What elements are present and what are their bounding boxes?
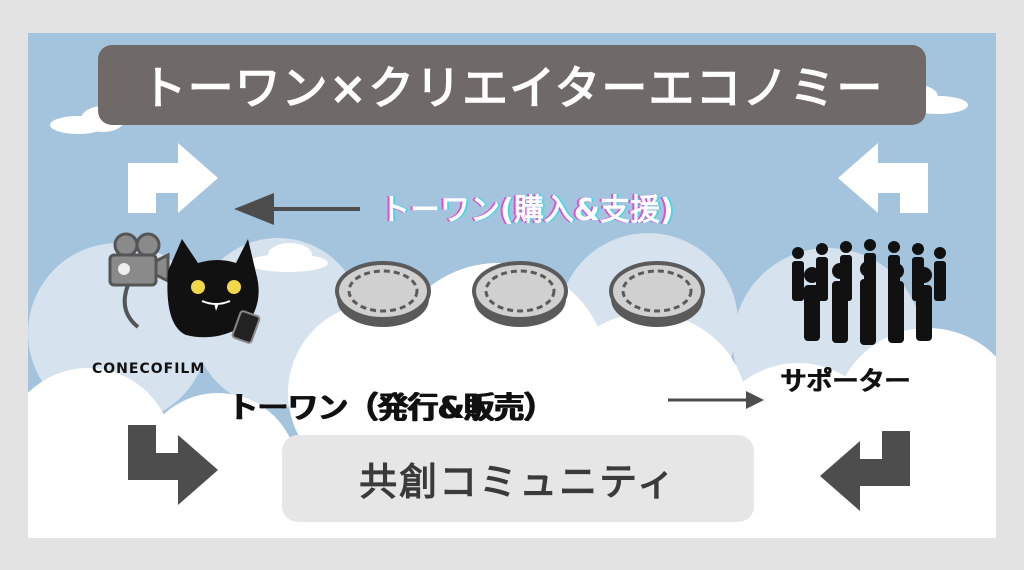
community-box: 共創コミュニティ	[282, 435, 754, 522]
issue-arrow	[668, 385, 768, 415]
creator-name: CONECOFILM	[92, 361, 205, 377]
arrow-icon	[838, 133, 938, 223]
arrow-icon	[820, 431, 920, 521]
cat-icon	[98, 231, 258, 351]
purchase-label: トーワン(購入&支援)	[380, 185, 674, 229]
crowd-icon	[778, 241, 958, 351]
title-text: トーワン×クリエイターエコノミー	[141, 52, 884, 118]
issue-label: トーワン（発行&販売）	[228, 383, 554, 427]
arrow-icon	[128, 425, 228, 515]
purchase-arrow	[234, 189, 364, 229]
coin-icon	[471, 259, 569, 329]
coin-icon	[608, 259, 706, 329]
diagram-canvas: トーワン×クリエイターエコノミー トーワン(購入&支援)	[28, 33, 996, 538]
community-label: 共創コミュニティ	[359, 451, 677, 506]
supporter-label: サポーター	[780, 361, 910, 398]
camera-icon	[110, 234, 168, 327]
title-banner: トーワン×クリエイターエコノミー	[98, 45, 926, 125]
coin-icon	[334, 259, 432, 329]
arrow-icon	[128, 133, 228, 223]
